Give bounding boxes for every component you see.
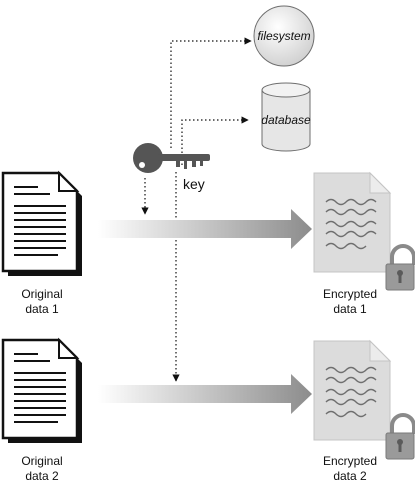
original-data-2-label: Original data 2 xyxy=(12,454,72,484)
original-document-2 xyxy=(1,337,82,443)
connector-to-database xyxy=(181,116,249,165)
filesystem-node: filesystem xyxy=(253,5,315,67)
database-label: database xyxy=(261,113,311,127)
scrambled-text-lines xyxy=(325,198,377,250)
original-document-1 xyxy=(1,170,82,276)
encrypted-page-fold xyxy=(369,339,392,362)
filesystem-label: filesystem xyxy=(257,29,310,43)
connector-to-filesystem xyxy=(170,37,252,148)
document-page xyxy=(1,338,79,440)
filesystem-sphere xyxy=(253,5,315,67)
original-data-1-label: Original data 1 xyxy=(12,287,72,317)
encrypted-page xyxy=(313,172,391,273)
flow-arrow-2 xyxy=(98,374,312,414)
caption-line: data 1 xyxy=(25,302,59,316)
caption-line: data 2 xyxy=(333,469,367,483)
document-text-lines xyxy=(14,353,66,423)
encrypted-data-1-label: Encrypted data 1 xyxy=(314,287,386,317)
document-fold xyxy=(58,170,80,192)
caption-line: data 2 xyxy=(25,469,59,483)
caption-line: Original xyxy=(21,454,63,468)
key-icon xyxy=(133,143,210,173)
caption-line: Encrypted xyxy=(322,454,378,468)
caption-line: Encrypted xyxy=(322,287,378,301)
key-shaft xyxy=(158,154,210,161)
database-cylinder-top xyxy=(261,82,311,98)
encrypted-data-2-label: Encrypted data 2 xyxy=(314,454,386,484)
encrypted-page xyxy=(313,340,391,441)
document-page xyxy=(1,171,79,273)
scrambled-text-lines xyxy=(325,366,377,418)
encrypted-document-1 xyxy=(313,171,415,291)
key-label: key xyxy=(183,176,205,192)
caption-line: data 1 xyxy=(333,302,367,316)
database-cylinder-body xyxy=(261,90,311,152)
lock-icon xyxy=(385,244,415,291)
flow-arrow-1 xyxy=(98,209,312,249)
caption-line: Original xyxy=(21,287,63,301)
encrypted-document-2 xyxy=(313,339,415,460)
key-connectors xyxy=(141,37,252,382)
database-node: database xyxy=(261,82,311,152)
document-fold xyxy=(58,337,80,359)
lock-icon xyxy=(385,413,415,460)
document-text-lines xyxy=(14,186,66,256)
encrypted-page-fold xyxy=(369,171,392,194)
